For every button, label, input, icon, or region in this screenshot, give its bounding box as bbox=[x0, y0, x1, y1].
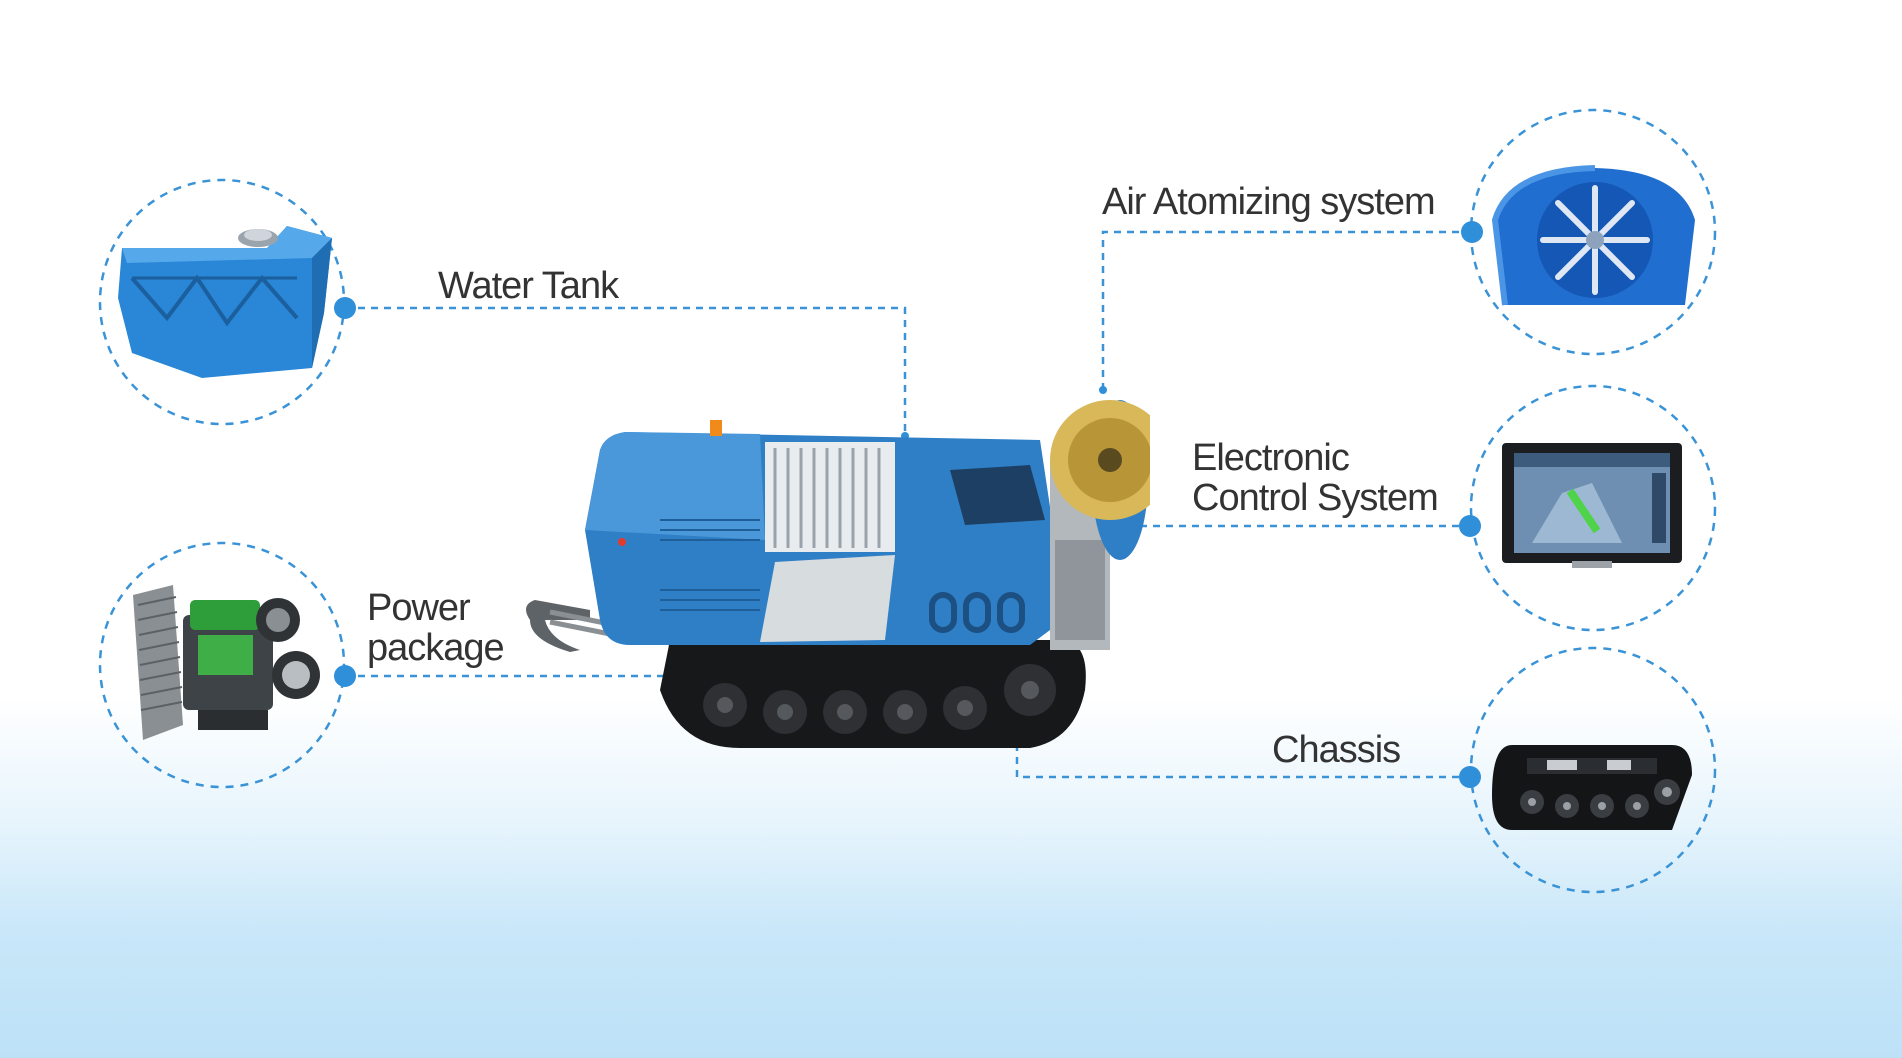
chassis-label: Chassis bbox=[1272, 729, 1401, 771]
fan-icon bbox=[1491, 165, 1695, 306]
electronic-control-label: Electronic Control System bbox=[1192, 437, 1439, 519]
crawler-track-icon bbox=[1492, 745, 1692, 830]
electronic-control-dot bbox=[1459, 515, 1481, 537]
chassis-circle bbox=[1469, 646, 1717, 894]
water-tank-label: Water Tank bbox=[438, 265, 619, 307]
electronic-control-circle bbox=[1469, 384, 1717, 632]
water-tank-callout-line bbox=[345, 306, 907, 436]
air-atomizing-callout-line bbox=[1101, 230, 1472, 390]
power-package-label: Power package bbox=[367, 587, 505, 669]
crawler-sprayer-machine-icon bbox=[526, 400, 1150, 748]
chassis-dot bbox=[1459, 766, 1481, 788]
air-atomizing-dot bbox=[1461, 221, 1483, 243]
power-package-circle bbox=[98, 541, 346, 789]
power-package-dot bbox=[334, 665, 356, 687]
air-atomizing-circle bbox=[1469, 108, 1717, 356]
display-screen-icon bbox=[1502, 443, 1682, 568]
engine-icon bbox=[133, 585, 320, 740]
air-atomizing-label: Air Atomizing system bbox=[1102, 181, 1436, 223]
water-tank-dot bbox=[334, 297, 356, 319]
water-tank-icon bbox=[118, 226, 332, 378]
